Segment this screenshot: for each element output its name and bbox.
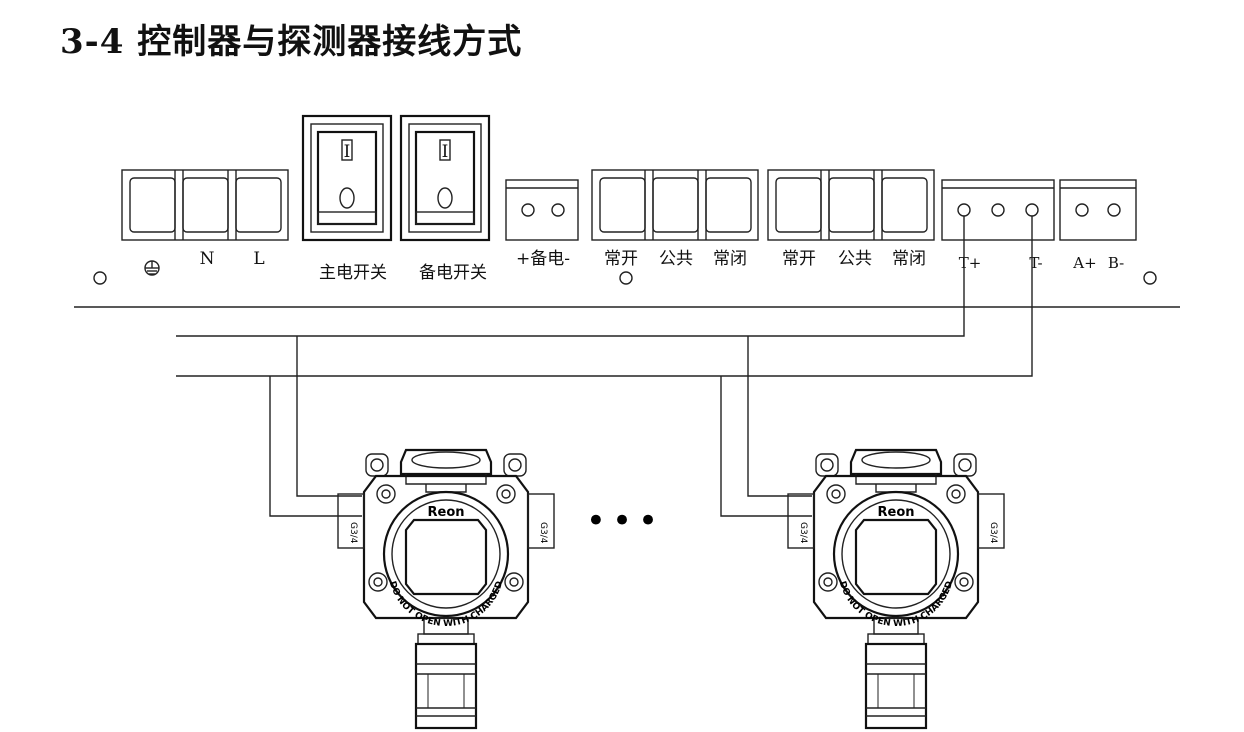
relay2-com-label: 公共 — [838, 249, 872, 269]
brand-logo: Reon — [877, 505, 914, 520]
switch-on-symbol: I — [442, 142, 449, 162]
warning-text-path: DO NOT OPEN WITH CHARGED — [387, 580, 505, 629]
relay1-no-label: 常开 — [604, 249, 638, 269]
mounting-hole-icon — [619, 271, 633, 285]
page-title: 3-4 控制器与探测器接线方式 — [60, 22, 523, 62]
terminal-label-b-minus: B- — [1108, 254, 1124, 272]
mounting-hole-icon — [93, 271, 107, 285]
relay1-com-label: 公共 — [659, 249, 693, 269]
mounting-hole-icon — [1143, 271, 1157, 285]
main-power-switch — [301, 114, 393, 242]
signal-connector — [941, 179, 1055, 241]
rs485-connector — [1059, 179, 1137, 241]
gas-detector-1: G3/4 G3/4 Reon DO NOT OPEN WITH CHARGED — [336, 448, 556, 730]
port-label: G3/4 — [348, 522, 358, 544]
backup-power-switch — [399, 114, 491, 242]
signal-bus-wiring — [176, 216, 1033, 517]
relay2-nc-label: 常闭 — [892, 249, 926, 269]
terminal-label-n: N — [200, 249, 215, 269]
port-label: G3/4 — [538, 522, 548, 544]
switch-on-symbol: I — [344, 142, 351, 162]
brand-logo: Reon — [427, 505, 464, 520]
relay2-terminal-block — [767, 169, 935, 241]
warning-text-path: DO NOT OPEN WITH CHARGED — [837, 580, 955, 629]
relay1-nc-label: 常闭 — [713, 249, 747, 269]
relay1-terminal-block — [591, 169, 759, 241]
terminal-label-a-plus: A+ — [1072, 254, 1096, 272]
ground-icon — [144, 260, 160, 276]
backup-power-connector — [505, 179, 579, 241]
terminal-label-l: L — [253, 249, 264, 269]
terminal-label-t-minus: T- — [1029, 254, 1042, 272]
warning-text: DO NOT OPEN WITH CHARGED — [387, 580, 505, 629]
relay2-no-label: 常开 — [782, 249, 816, 269]
gas-detector-2: G3/4 G3/4 Reon DO NOT OPEN WITH CHARGED — [786, 448, 1006, 730]
more-detectors-ellipsis: ••• — [586, 501, 664, 541]
warning-text: DO NOT OPEN WITH CHARGED — [837, 580, 955, 629]
terminal-label-t-plus: T+ — [959, 254, 982, 272]
main-switch-label: 主电开关 — [319, 263, 387, 283]
backup-switch-label: 备电开关 — [419, 263, 487, 283]
port-label: G3/4 — [988, 522, 998, 544]
power-terminal-block — [121, 169, 289, 241]
port-label: G3/4 — [798, 522, 808, 544]
backup-power-label: +备电- — [516, 249, 570, 269]
